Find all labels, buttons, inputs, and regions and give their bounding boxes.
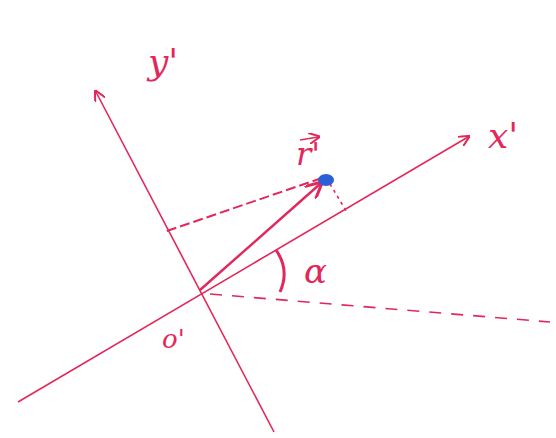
y-axis xyxy=(96,92,274,432)
point xyxy=(318,174,334,186)
position-vector xyxy=(200,184,320,290)
angle-arc xyxy=(276,250,284,292)
vector-label: r' xyxy=(296,138,320,170)
projection-x xyxy=(330,184,348,214)
axis-label: y' xyxy=(148,44,178,80)
x-axis xyxy=(18,137,468,402)
horizontal-reference xyxy=(210,294,550,322)
projection-y xyxy=(164,178,322,232)
origin-label: o' xyxy=(162,326,185,352)
angle-label: α xyxy=(304,254,327,288)
axis-label: x' xyxy=(488,118,518,154)
